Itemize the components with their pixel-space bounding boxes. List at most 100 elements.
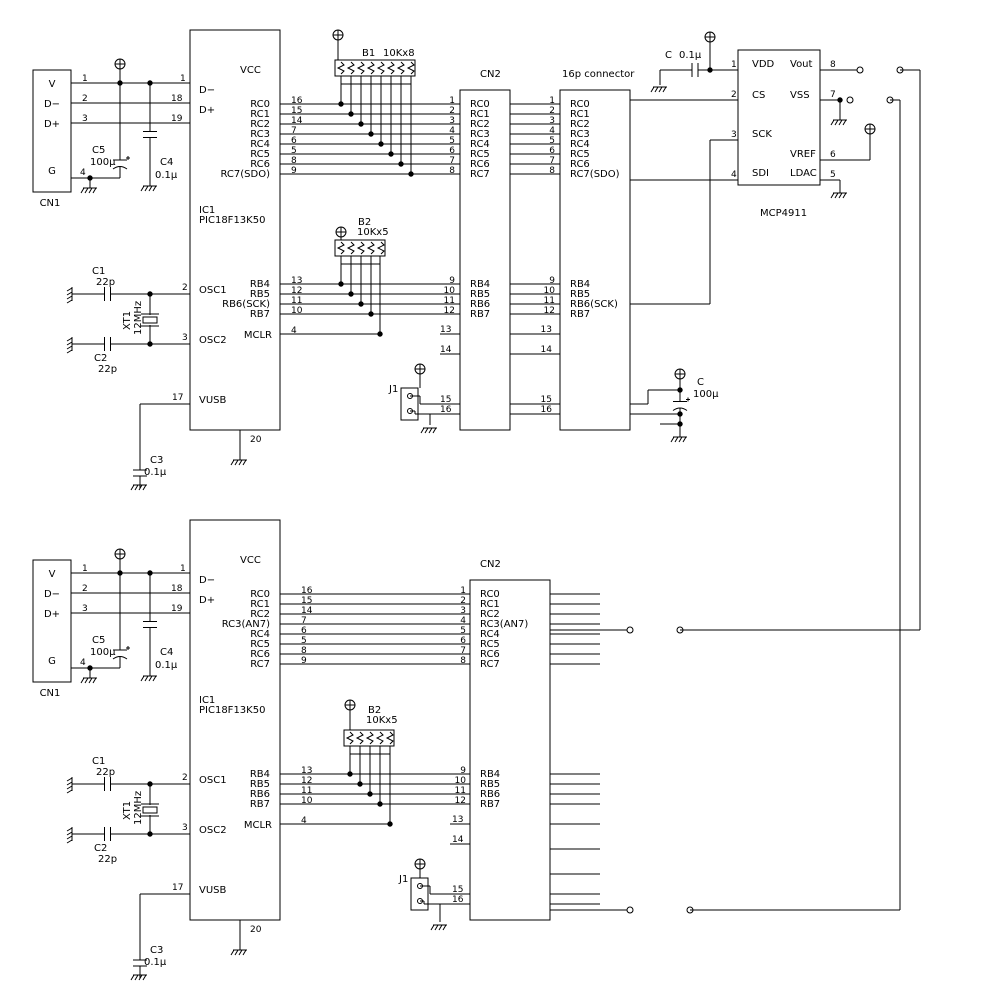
mcp-pin-label: LDAC bbox=[790, 168, 817, 179]
pin-number: 10 bbox=[544, 286, 556, 296]
cn2-pin-label: RC4 bbox=[480, 629, 500, 640]
pin-number: 4 bbox=[291, 326, 297, 336]
cn2-pin-label: RC4 bbox=[470, 139, 490, 150]
mcp-pin-label: SCK bbox=[752, 129, 772, 140]
j1-pin bbox=[417, 898, 423, 904]
cn2-name: CN2 bbox=[480, 69, 501, 80]
c100-value: 100µ bbox=[693, 389, 719, 400]
ground-symbol-hatch bbox=[238, 459, 243, 466]
j1-pin bbox=[407, 393, 413, 399]
mcp-pin-label: SDI bbox=[752, 168, 769, 179]
ground-symbol-hatch bbox=[144, 185, 149, 192]
conn16-pin-label: RC7(SDO) bbox=[570, 169, 620, 180]
resistor-zigzag bbox=[345, 731, 354, 745]
j1-jumper bbox=[400, 387, 419, 421]
b2-value: 10Kx5 bbox=[357, 227, 389, 238]
ground-symbol-hatch bbox=[238, 949, 243, 956]
c5-label: C5 bbox=[92, 145, 105, 156]
junction-dot bbox=[398, 161, 404, 167]
b1-value: 10Kx8 bbox=[383, 48, 415, 59]
cn2-pin-label: RB4 bbox=[480, 769, 500, 780]
ground-symbol-hatch bbox=[92, 677, 97, 684]
resistor-network-body bbox=[343, 729, 395, 747]
cn2-pin-label: RC7 bbox=[470, 169, 490, 180]
pin-number: 1 bbox=[82, 564, 88, 574]
resistor-zigzag bbox=[375, 731, 384, 745]
ic-pin-label: RB7 bbox=[250, 309, 270, 320]
pin-number: 16 bbox=[452, 895, 464, 905]
cn2-pin-label: RB5 bbox=[470, 289, 490, 300]
ground-symbol-hatch bbox=[152, 675, 157, 682]
pin-number: 9 bbox=[301, 656, 307, 666]
pin-number: 17 bbox=[172, 883, 183, 893]
j1-label: J1 bbox=[388, 384, 398, 395]
mcp-pin-label: VREF bbox=[790, 149, 816, 160]
pin-number: 1 bbox=[449, 96, 455, 106]
cn2-pin-label: RB6 bbox=[480, 789, 500, 800]
ground-symbol-hatch bbox=[140, 675, 145, 682]
pin-number: 7 bbox=[549, 156, 555, 166]
cn2-pin-label: RC0 bbox=[480, 589, 500, 600]
pin-number: 18 bbox=[171, 584, 183, 594]
pin-number: 10 bbox=[455, 776, 467, 786]
ground-symbol-hatch bbox=[66, 341, 73, 346]
ic-pin-label: RB5 bbox=[250, 289, 270, 300]
terminal-circle bbox=[626, 626, 634, 634]
ground-symbol-hatch bbox=[148, 185, 153, 192]
terminal-circle bbox=[846, 96, 854, 104]
j1-jumper bbox=[410, 877, 429, 911]
pin-number: 8 bbox=[449, 166, 455, 176]
junction-dot bbox=[358, 121, 364, 127]
pin-number: 9 bbox=[460, 766, 466, 776]
resistor-zigzag bbox=[376, 241, 385, 255]
pin-number: 2 bbox=[549, 106, 555, 116]
ground-symbol-hatch bbox=[662, 86, 667, 93]
ic-name: IC1 bbox=[199, 205, 215, 216]
ground-symbol-hatch bbox=[230, 459, 235, 466]
ground-symbol-hatch bbox=[142, 974, 147, 981]
junction-dot bbox=[357, 781, 363, 787]
cn2-pin-label: RC2 bbox=[470, 119, 490, 130]
pin-number: 15 bbox=[452, 885, 463, 895]
ground-symbol-hatch bbox=[66, 299, 73, 304]
ground-symbol-hatch bbox=[230, 949, 235, 956]
resistor-zigzag bbox=[336, 241, 345, 255]
pin-number: 10 bbox=[291, 306, 303, 316]
cn2-connector bbox=[469, 579, 551, 921]
resistor-zigzag bbox=[346, 61, 355, 75]
cn1-pin-label: D− bbox=[44, 589, 60, 600]
terminal-circle bbox=[856, 66, 864, 74]
conn16-pin-label: RB6(SCK) bbox=[570, 299, 618, 310]
ground-symbol-hatch bbox=[670, 436, 675, 443]
pin-number: 9 bbox=[549, 276, 555, 286]
conn16-pin-label: RC6 bbox=[570, 159, 590, 170]
cdac-label: C bbox=[665, 50, 672, 61]
ground-symbol-hatch bbox=[234, 949, 239, 956]
conn16-pin-label: RC5 bbox=[570, 149, 590, 160]
resistor-zigzag bbox=[355, 731, 364, 745]
ground-symbol-hatch bbox=[144, 675, 149, 682]
pin-number: 5 bbox=[301, 636, 307, 646]
pin-number: 16 bbox=[291, 96, 303, 106]
pin-number: 6 bbox=[291, 136, 297, 146]
ground-symbol-hatch bbox=[242, 459, 247, 466]
cn1-name: CN1 bbox=[40, 198, 61, 209]
pin-number: 10 bbox=[301, 796, 313, 806]
pin-number: 16 bbox=[301, 586, 313, 596]
ground-symbol-hatch bbox=[654, 86, 659, 93]
ground-symbol-hatch bbox=[438, 924, 443, 931]
pin-number: 4 bbox=[460, 616, 466, 626]
junction-dot bbox=[387, 821, 393, 827]
ic-pin-label: OSC1 bbox=[199, 285, 227, 296]
pin-number: 14 bbox=[291, 116, 303, 126]
pin-number: 7 bbox=[301, 616, 307, 626]
ground-symbol-hatch bbox=[234, 459, 239, 466]
c2-label: C2 bbox=[94, 353, 107, 364]
junction-dot bbox=[348, 291, 354, 297]
cn2-pin-label: RC6 bbox=[470, 159, 490, 170]
ic-pin-label: MCLR bbox=[244, 330, 272, 341]
pin-number: 12 bbox=[301, 776, 312, 786]
ic-pin-label: RC3 bbox=[250, 129, 270, 140]
